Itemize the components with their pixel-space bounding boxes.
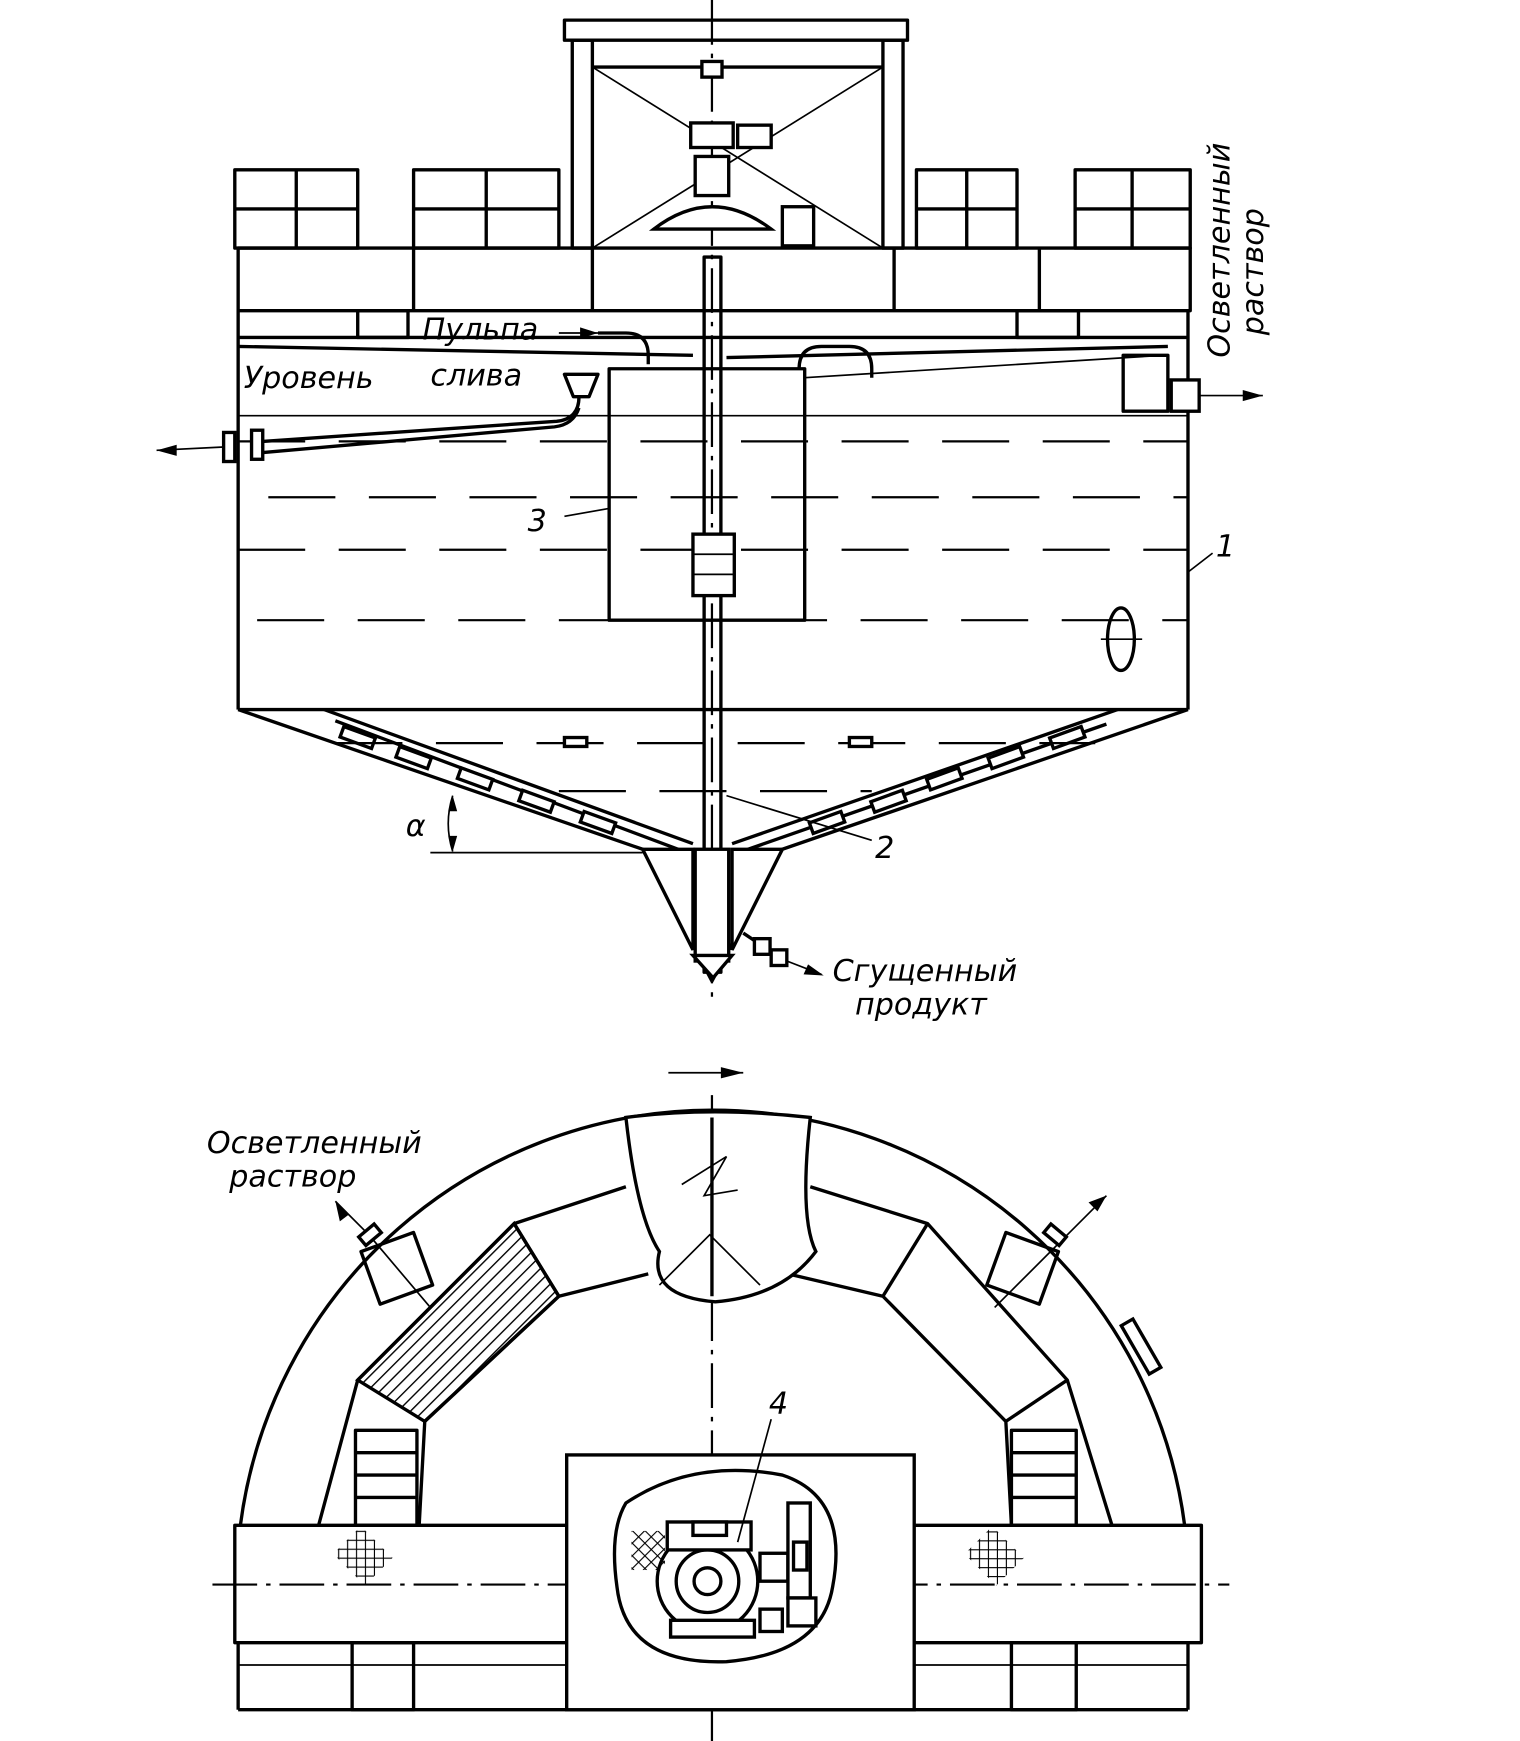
label-2: 2	[875, 831, 894, 866]
overflow-box-right	[985, 1230, 1061, 1306]
feed-well	[607, 367, 807, 622]
drive-unit	[655, 1501, 818, 1639]
label-pulp: Пульпа	[423, 313, 539, 348]
discharge-arrow	[803, 964, 824, 976]
outlet-arrow-plan-left	[335, 1201, 349, 1222]
drive-frame	[562, 18, 910, 250]
tank-cone	[237, 708, 1189, 983]
feed-arrow	[580, 327, 598, 339]
label-overflow: слива	[430, 359, 522, 394]
rake-blades	[337, 724, 1088, 836]
label-clarified-bottom-2: раствор	[228, 1160, 356, 1195]
elevation-view: Пульпа Уровень слива Осветленный раствор…	[156, 0, 1271, 1023]
rotation-arrow	[720, 1067, 744, 1079]
label-clarified-bottom-1: Осветленный	[207, 1126, 422, 1161]
step-blocks	[353, 1428, 1078, 1528]
drive-platform	[565, 1453, 916, 1712]
feed-pipe	[597, 331, 650, 365]
tank-rim	[238, 1108, 1187, 1526]
bridge	[236, 246, 1192, 379]
overflow-pipe	[262, 396, 581, 444]
cutaway	[624, 1110, 818, 1304]
outlet-arrow-plan-right	[1088, 1195, 1107, 1212]
scraper-hatched	[355, 1220, 562, 1424]
plan-view: 4 Осветленный раствор	[207, 1067, 1230, 1741]
outlet-arrow-right	[1242, 389, 1263, 402]
tank-body	[156, 255, 1263, 974]
label-1: 1	[1216, 529, 1235, 564]
label-clarified-top-2: раствор	[1236, 208, 1271, 336]
label-alpha: α	[406, 809, 426, 844]
label-thickened-2: продукт	[855, 988, 988, 1023]
label-thickened-1: Сгущенный	[833, 954, 1018, 989]
label-3: 3	[528, 504, 547, 539]
label-level: Уровень	[244, 361, 374, 396]
label-clarified-top-1: Осветленный	[1202, 143, 1237, 358]
outlet-arrow-left	[156, 444, 177, 456]
overflow-box-left	[359, 1230, 435, 1306]
overflow-box	[1121, 353, 1170, 413]
label-4: 4	[769, 1387, 788, 1422]
